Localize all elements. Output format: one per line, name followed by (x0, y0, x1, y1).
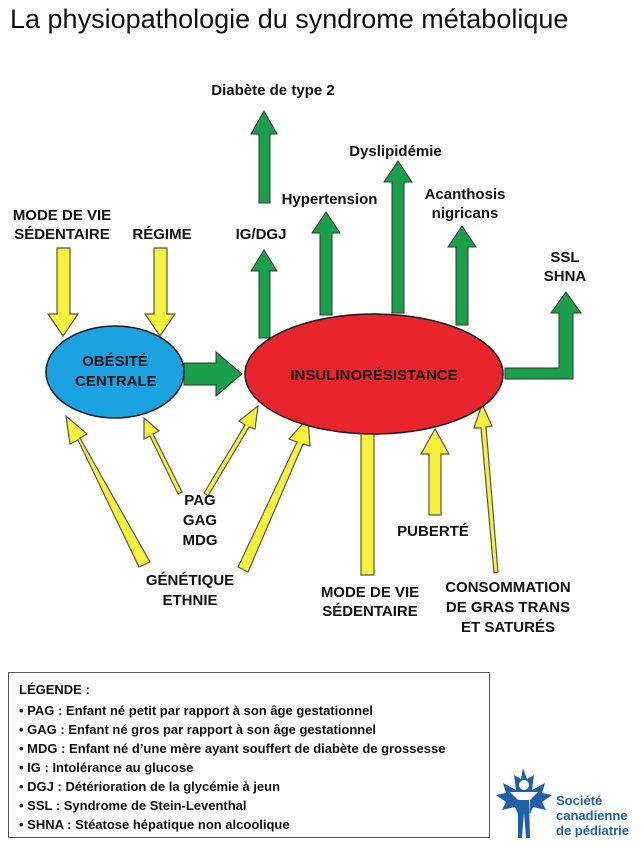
arrow-pag-to-insulino (203, 404, 259, 497)
legend-item-ssl: • SSL : Syndrome de Stein-Leventhal (19, 798, 247, 813)
obesite-label-line1: OBÉSITÉ (82, 353, 148, 370)
arrow-insulino-to-acanthosis (447, 225, 477, 326)
acanthosis-label-2: nigricans (431, 205, 499, 222)
shna-label: SHNA (543, 268, 587, 285)
insulinoresistance-label: INSULINORÉSISTANCE (290, 367, 458, 384)
mode-vie-top-label-2: SÉDENTAIRE (14, 226, 110, 243)
arrow-insulino-to-hypertension (311, 211, 341, 316)
dyslipidemie-label: Dyslipidémie (349, 143, 442, 160)
mode-vie-top-label-1: MODE DE VIE (12, 207, 112, 224)
ssl-label: SSL (550, 249, 580, 266)
legend-heading: LÉGENDE : (19, 682, 90, 697)
consommation-label-3: ET SATURÉS (461, 619, 555, 636)
genetique-label: GÉNÉTIQUE (145, 572, 235, 589)
mode-vie-bot-label-2: SÉDENTAIRE (322, 603, 418, 620)
arrow-insulino-to-ig-dgj (250, 249, 278, 339)
arrow-genetique-to-insulino (237, 416, 311, 573)
legend-box: LÉGENDE : • PAG : Enfant né petit par ra… (8, 672, 490, 838)
maple-leaf-logo-icon (496, 768, 552, 838)
arrow-mode-vie-bot-to-insulino (349, 408, 385, 576)
logo-text: Société canadienne de pédiatrie (556, 793, 629, 838)
mdg-label: MDG (182, 532, 218, 549)
legend-item-pag: • PAG : Enfant né petit par rapport à so… (19, 703, 373, 718)
obesite-label-line2: CENTRALE (75, 373, 157, 390)
arrow-genetique-to-obesite (65, 414, 151, 568)
arrow-regime-to-obesite (143, 247, 177, 338)
logo-line-3: de pédiatrie (556, 823, 629, 838)
arrow-conso-to-insulino (473, 402, 499, 574)
diabete-label: Diabète de type 2 (211, 82, 335, 99)
arrow-ig-dgj-to-diabete (250, 109, 278, 204)
mode-vie-bot-label-1: MODE DE VIE (320, 584, 420, 601)
legend-item-dgj: • DGJ : Détérioration de la glycémie à j… (19, 779, 281, 794)
puberte-label: PUBERTÉ (397, 523, 469, 540)
gag-label: GAG (182, 512, 218, 529)
arrow-insulino-to-ssl-shna (504, 291, 582, 380)
acanthosis-label-1: Acanthosis (424, 186, 506, 203)
legend-item-shna: • SHNA : Stéatose hépatique non alcooliq… (19, 817, 290, 832)
ig-dgj-label: IG/DGJ (235, 226, 287, 243)
arrow-pag-to-obesite (143, 416, 183, 495)
arrow-mode-vie-to-obesite (46, 247, 80, 338)
logo-line-2: canadienne (556, 808, 628, 823)
consommation-label-2: DE GRAS TRANS (445, 599, 571, 616)
page-title: La physiopathologie du syndrome métaboli… (10, 4, 569, 34)
insulinoresistance-node (244, 313, 504, 435)
hypertension-label: Hypertension (281, 191, 378, 208)
ethnie-label: ETHNIE (162, 592, 218, 609)
consommation-label-1: CONSOMMATION (445, 579, 571, 596)
arrow-puberte-to-insulino (419, 427, 451, 516)
arrow-obesite-to-insulino (183, 350, 243, 398)
legend-item-mdg: • MDG : Enfant né d’une mère ayant souff… (19, 741, 446, 756)
obesite-centrale-node (45, 325, 185, 419)
legend-item-ig: • IG : Intolérance au glucose (19, 760, 194, 775)
pag-label: PAG (184, 492, 216, 509)
arrow-insulino-to-dyslipidemie (383, 160, 413, 314)
legend-item-gag: • GAG : Enfant né gros par rapport à son… (19, 722, 377, 737)
regime-label: RÉGIME (132, 226, 192, 243)
logo-line-1: Société (556, 793, 603, 808)
